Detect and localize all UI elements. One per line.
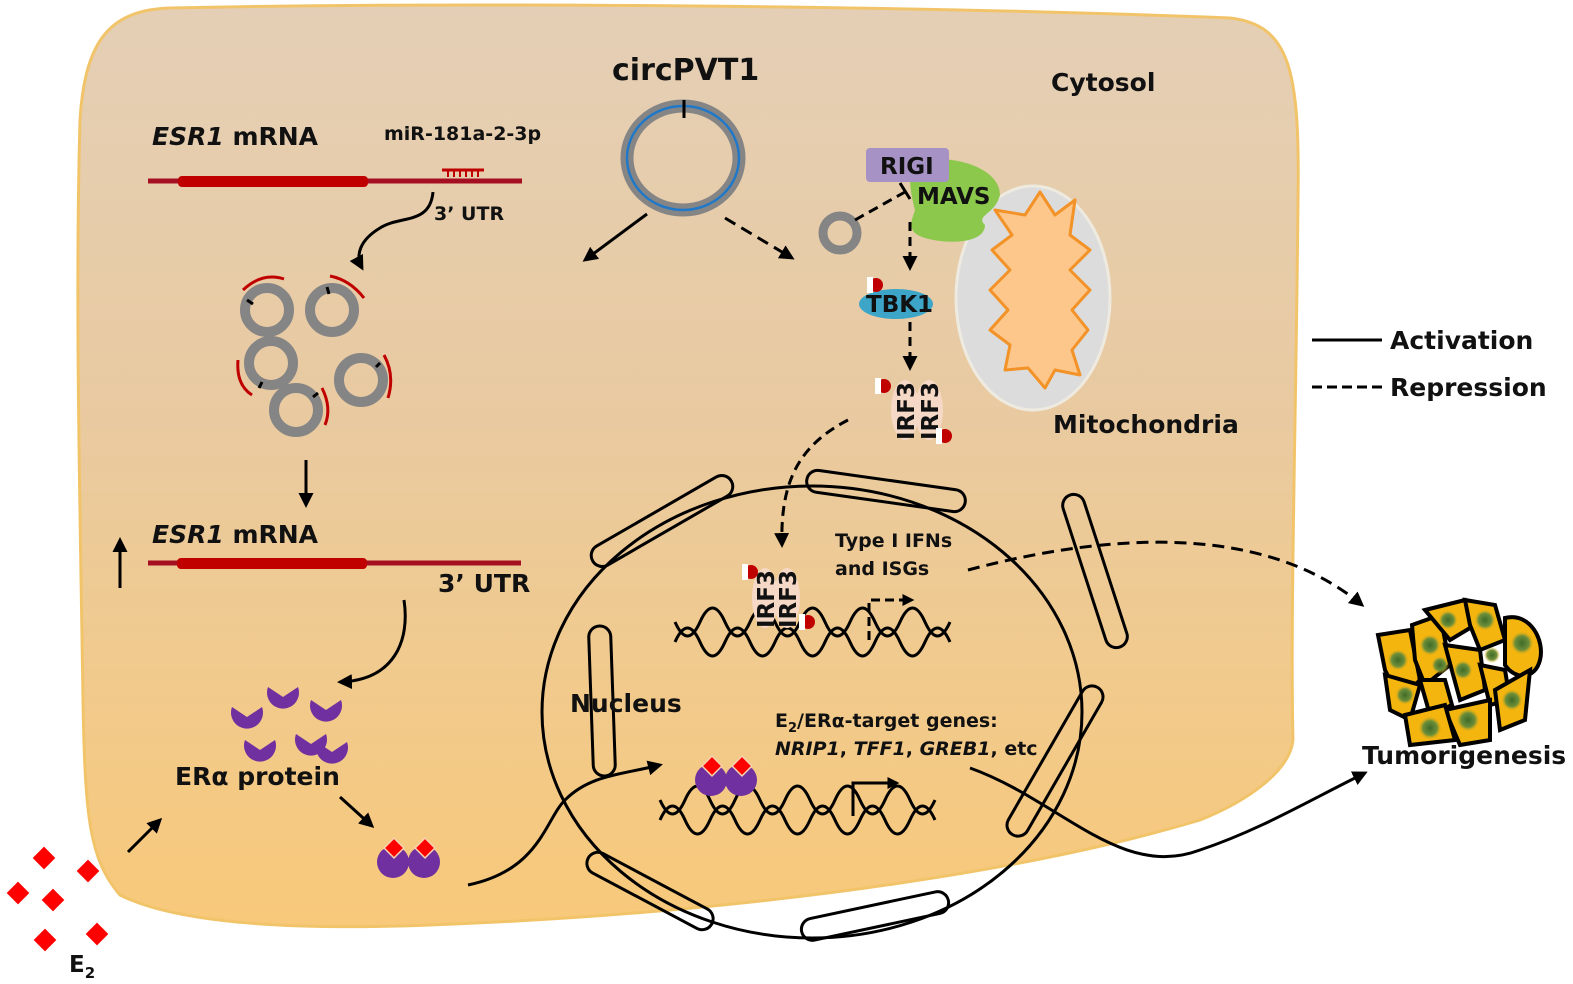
rigi-shape [866, 148, 949, 182]
sponge-circle [240, 275, 294, 337]
mitochondrion [954, 184, 1112, 412]
mirna-label: miR-181a-2-3p [384, 123, 541, 145]
era-monomer [267, 687, 299, 709]
tss-arrow-er [851, 777, 900, 816]
mirna-binding-icon [442, 168, 484, 177]
dna-helix-er [658, 784, 937, 836]
era-protein-cluster [231, 687, 348, 764]
irf3-dimer-nucleus: IRF3 IRF3 [742, 564, 815, 630]
nuclear-envelope [540, 484, 1084, 940]
mitochondria-label: Mitochondria [1053, 410, 1239, 439]
circpvt1-icon [620, 99, 746, 217]
er-target-genes-label: E2/ERα-target genes: [775, 710, 998, 736]
tumorigenesis-label: Tumorigenesis [1362, 741, 1566, 770]
utr-top-label: 3’ UTR [434, 203, 504, 225]
ifn-label-line1: Type I IFNs [835, 530, 952, 552]
arrow-esr1-to-protein [337, 599, 407, 690]
sponge-circle [334, 353, 393, 407]
irf3-label: IRF3 [776, 570, 802, 628]
circrna-mirna-sponge-cluster [236, 274, 393, 437]
sponge-circle [305, 274, 366, 337]
legend: Activation Repression [1312, 326, 1547, 402]
ifn-label-line2: and ISGs [835, 558, 929, 580]
estradiol-label: E2 [69, 952, 95, 982]
tbk1-label: TBK1 [866, 292, 933, 318]
era-protein-label: ERα protein [175, 762, 340, 791]
arrow-ifn-to-tumorigenesis [967, 540, 1365, 607]
nucleus-label: Nucleus [570, 689, 682, 718]
irf3-label: IRF3 [894, 382, 920, 440]
mitochondria-cristae [988, 190, 1092, 390]
tbk1-shape [859, 289, 933, 319]
er-target-genes-list: NRIP1, TFF1, GREB1, etc [775, 738, 1038, 760]
era-monomer [244, 740, 276, 762]
arrow-era-to-dimer [338, 795, 375, 829]
circpvt1-small-icon [818, 211, 862, 255]
irf3-label: IRF3 [754, 570, 780, 628]
esr1-mrna-bottom [148, 558, 521, 569]
nuclear-pores [585, 468, 1129, 942]
sponge-circle [269, 383, 330, 437]
era-monomer [316, 742, 348, 764]
arrow-circpvt1-sponge [582, 212, 648, 262]
inhibit-circpvt1-rigi [854, 190, 906, 222]
nucleus [540, 468, 1129, 942]
legend-activation-label: Activation [1390, 326, 1533, 355]
arrow-utr-to-sponge [349, 191, 435, 271]
dna-helix-ifn [673, 606, 952, 658]
e2-era-dimer-cytosol [377, 837, 440, 878]
utr-bottom-label: 3’ UTR [438, 569, 530, 598]
irf3-dimer-cytosol: IRF3 IRF3 [875, 378, 952, 444]
arrow-irf3-to-nucleus [774, 418, 849, 548]
arrow-e2-entry [126, 817, 163, 854]
cytosol-label: Cytosol [1051, 68, 1155, 97]
era-monomer [310, 700, 342, 722]
esr1-mrna-top [148, 168, 522, 187]
era-monomer [231, 707, 263, 729]
estradiol-molecules [6, 846, 109, 952]
esr1-mrna-top-label: ESR1 mRNA [152, 122, 319, 151]
esr1-mrna-bottom-label: ESR1 mRNA [152, 520, 319, 549]
sponge-circle [236, 336, 298, 397]
inhibit-bar [898, 182, 912, 200]
rigi-label: RIGI [880, 154, 934, 180]
tumor-nuclei [1387, 609, 1534, 740]
legend-repression-label: Repression [1390, 373, 1547, 402]
e2-era-dimer-nucleus [695, 755, 757, 796]
circpvt1-label: circPVT1 [612, 53, 759, 88]
arrow-circpvt1-rigi [724, 216, 795, 260]
arrow-er-to-tumorigenesis [969, 766, 1368, 858]
mavs-label: MAVS [917, 184, 991, 210]
